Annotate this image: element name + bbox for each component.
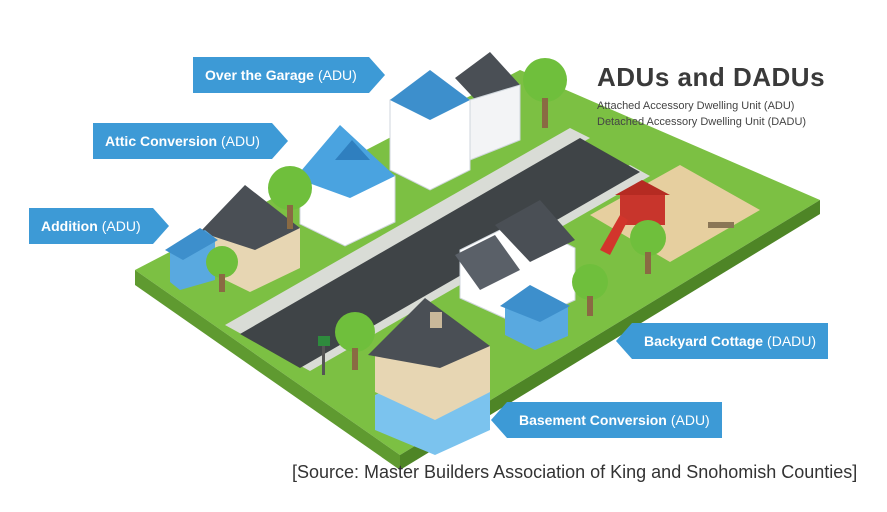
callout-attic-conversion: Attic Conversion (ADU) bbox=[93, 123, 288, 159]
house-garage-side bbox=[469, 84, 521, 161]
source-citation: [Source: Master Builders Association of … bbox=[292, 462, 858, 482]
house-addition-roof bbox=[200, 185, 300, 250]
subtitle-adu: Attached Accessory Dwelling Unit (ADU) bbox=[597, 100, 795, 112]
attic-dormer bbox=[335, 140, 370, 160]
diagram-title: ADUs and DADUs bbox=[597, 62, 826, 92]
callout-tag: (DADU) bbox=[767, 333, 817, 349]
subtitle-dadu: Detached Accessory Dwelling Unit (DADU) bbox=[597, 116, 807, 128]
trees bbox=[206, 58, 666, 370]
ground-edge-left bbox=[135, 270, 400, 470]
callout-label: Basement Conversion bbox=[519, 412, 667, 428]
sidewalk-top bbox=[225, 128, 590, 336]
callout-label: Addition bbox=[41, 218, 98, 234]
callout-tag: (ADU) bbox=[101, 218, 141, 234]
chimney bbox=[430, 312, 442, 328]
addition-unit-roof bbox=[165, 228, 218, 260]
callout-addition: Addition (ADU) bbox=[29, 208, 169, 244]
callout-tag: (ADU) bbox=[221, 133, 260, 149]
callout-basement-conversion: Basement Conversion (ADU) bbox=[491, 402, 722, 438]
callout-label: Over the Garage bbox=[205, 67, 314, 83]
callout-tag: (ADU) bbox=[670, 412, 710, 428]
house-garage-upper bbox=[390, 70, 470, 120]
play-roof bbox=[615, 180, 670, 195]
callout-label: Backyard Cottage bbox=[644, 333, 764, 349]
slide bbox=[600, 215, 628, 255]
road bbox=[240, 138, 640, 368]
callout-backyard-cottage: Backyard Cottage (DADU) bbox=[615, 323, 829, 359]
street-sign bbox=[318, 336, 330, 346]
house-basement-roof bbox=[368, 298, 490, 368]
bench bbox=[708, 222, 734, 228]
callout-label: Attic Conversion bbox=[105, 133, 218, 149]
house-backyard-roof-2 bbox=[455, 235, 520, 290]
house-attic-roof bbox=[295, 125, 395, 198]
house-backyard-roof bbox=[495, 200, 575, 262]
street-sign-post bbox=[322, 340, 325, 375]
callout-tag: (ADU) bbox=[317, 67, 357, 83]
backyard-cottage-roof bbox=[500, 285, 570, 322]
callout-over-the-garage: Over the Garage (ADU) bbox=[193, 57, 385, 93]
